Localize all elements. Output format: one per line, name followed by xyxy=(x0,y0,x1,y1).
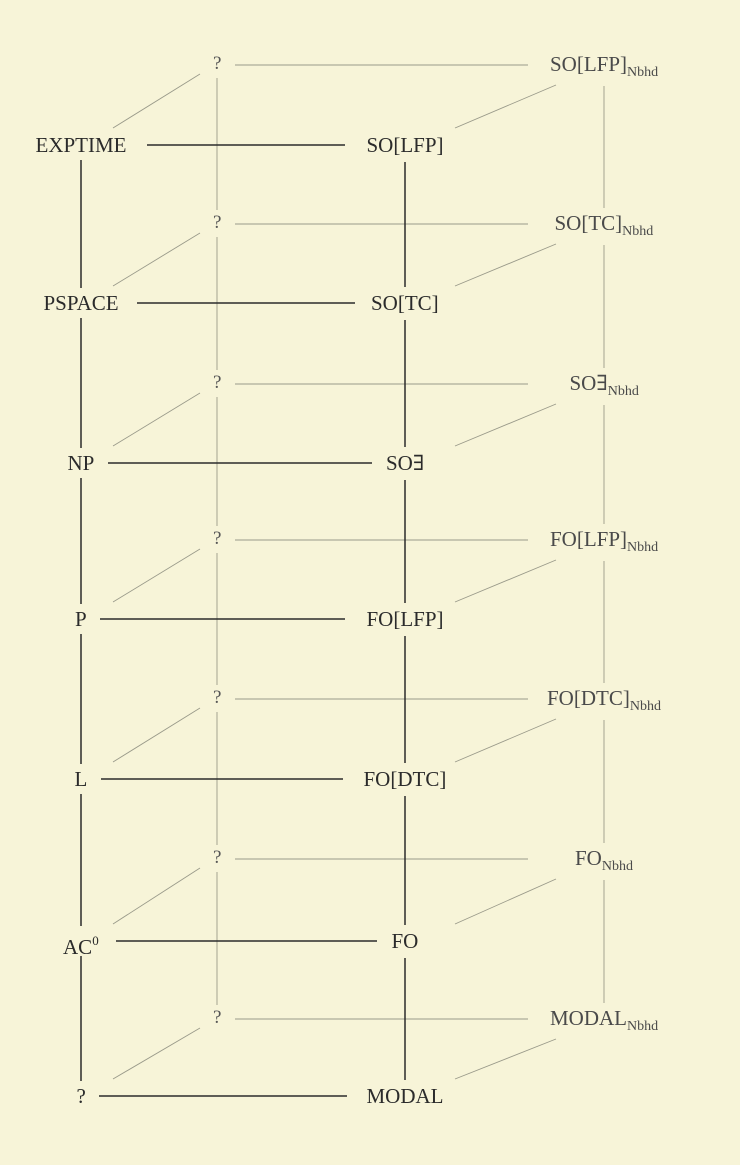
unknown-class-label: ? xyxy=(213,53,222,74)
logic-label: FO[LFP] xyxy=(366,607,444,631)
nbhd-logic-label: MODALNbhd xyxy=(550,1006,659,1034)
left-diagonal-edge xyxy=(112,392,201,447)
logic-label: SO∃ xyxy=(386,451,425,475)
right-diagonal-edge xyxy=(454,84,557,129)
nbhd-logic-label: SO∃Nbhd xyxy=(569,371,639,399)
logic-label: FO[DTC] xyxy=(363,767,447,791)
left-diagonal-edge xyxy=(112,1027,201,1080)
nbhd-logic-label: SO[TC]Nbhd xyxy=(554,211,654,239)
right-diagonal-edge xyxy=(454,718,557,763)
nbhd-logic-label: FO[LFP]Nbhd xyxy=(550,527,659,555)
complexity-class-label: PSPACE xyxy=(43,291,119,315)
complexity-class-label: AC0 xyxy=(63,933,99,959)
logic-label: MODAL xyxy=(366,1084,444,1108)
unknown-class-label: ? xyxy=(213,687,222,708)
logic-label: FO xyxy=(391,929,419,953)
nbhd-logic-label: FO[DTC]Nbhd xyxy=(547,686,661,714)
unknown-class-label: ? xyxy=(213,372,222,393)
left-diagonal-edge xyxy=(112,548,201,603)
left-diagonal-edge xyxy=(112,707,201,763)
right-diagonal-edge xyxy=(454,403,557,447)
unknown-class-label: ? xyxy=(213,212,222,233)
complexity-class-label: EXPTIME xyxy=(35,133,127,157)
logic-label: SO[TC] xyxy=(371,291,439,315)
left-diagonal-edge xyxy=(112,73,201,129)
left-diagonal-edge xyxy=(112,867,201,925)
right-diagonal-edge xyxy=(454,243,557,287)
right-diagonal-edge xyxy=(454,1038,557,1080)
complexity-class-label: ? xyxy=(76,1084,86,1108)
complexity-class-label: NP xyxy=(67,451,95,475)
unknown-class-label: ? xyxy=(213,847,222,868)
right-diagonal-edge xyxy=(454,878,557,925)
right-diagonal-edge xyxy=(454,559,557,603)
complexity-class-label: L xyxy=(74,767,88,791)
unknown-class-label: ? xyxy=(213,528,222,549)
unknown-class-label: ? xyxy=(213,1007,222,1028)
complexity-class-label: P xyxy=(75,607,87,631)
left-diagonal-edge xyxy=(112,232,201,287)
nbhd-logic-label: SO[LFP]Nbhd xyxy=(550,52,659,80)
logic-label: SO[LFP] xyxy=(366,133,444,157)
nbhd-logic-label: FONbhd xyxy=(575,846,633,874)
